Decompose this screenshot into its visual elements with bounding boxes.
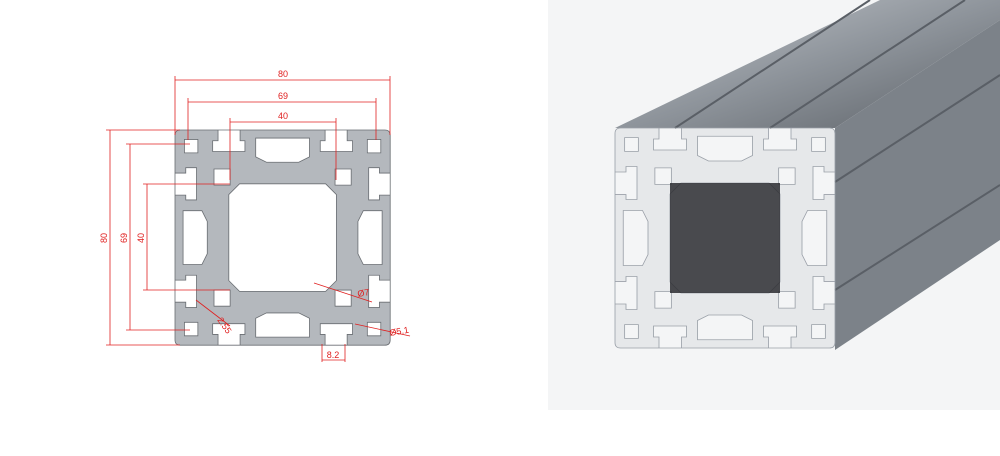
extrusion-slot-lines (674, 0, 1000, 291)
cross-section-drawing: 80 69 40 80 69 40 Ø7 Ø5.1 2.55 8.2 (99, 69, 411, 362)
center-cavity (670, 183, 780, 293)
dim-height-overall: 80 (99, 233, 109, 243)
dimension-lines (106, 76, 411, 362)
profile-3d-render (548, 0, 1000, 410)
dim-slot-width: 8.2 (327, 350, 340, 360)
dim-width-overall: 80 (278, 69, 288, 79)
dim-width-slot-pitch: 69 (278, 91, 288, 101)
extrusion-top (615, 0, 1000, 128)
dim-corner-hole-diameter: Ø5.1 (389, 325, 410, 338)
dim-inner-hole-diameter: Ø7 (357, 287, 371, 299)
profile-cross-section (173, 128, 392, 347)
dim-width-center: 40 (278, 111, 288, 121)
dim-height-slot-pitch: 69 (119, 233, 129, 243)
dim-height-center: 40 (136, 233, 146, 243)
